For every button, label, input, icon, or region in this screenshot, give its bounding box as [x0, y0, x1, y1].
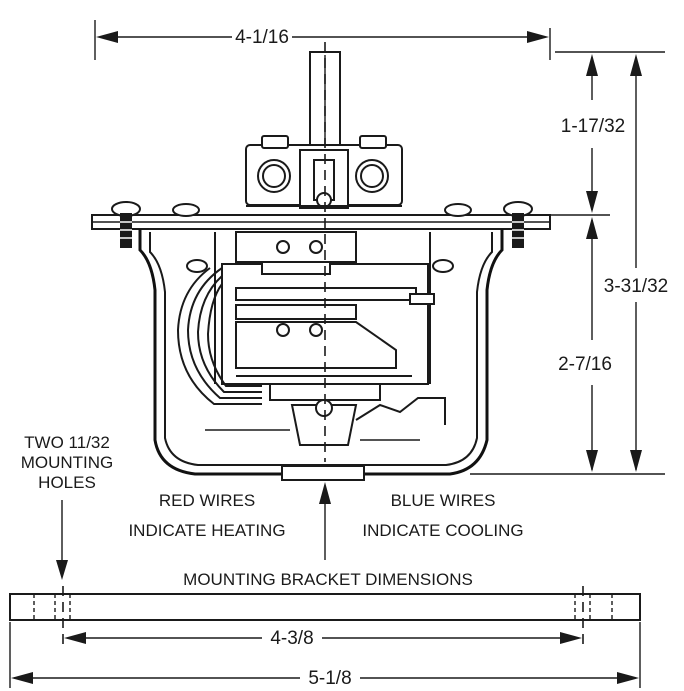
head-hole-left	[257, 159, 291, 193]
dimension-top-width: 4-1/16	[94, 20, 551, 60]
flange-screw-right	[503, 201, 533, 248]
svg-text:INDICATE HEATING: INDICATE HEATING	[128, 521, 285, 540]
center-pointer-arrow	[319, 482, 331, 560]
dim-label-top-width: 4-1/16	[235, 27, 289, 48]
dimension-right-heights: 1-17/32 2-7/16 3-31/32	[470, 51, 668, 475]
svg-text:MOUNTING: MOUNTING	[21, 453, 114, 472]
bracket-title: MOUNTING BRACKET DIMENSIONS	[183, 570, 473, 589]
svg-text:INDICATE COOLING: INDICATE COOLING	[362, 521, 523, 540]
flange-screw-left	[111, 201, 141, 248]
terminal-block-upper	[235, 231, 357, 263]
dim-label-lower-height: 2-7/16	[558, 354, 612, 375]
thermostat-body	[91, 42, 551, 481]
svg-text:5-1/8: 5-1/8	[308, 668, 351, 689]
dim-label-total-height: 3-31/32	[604, 276, 668, 297]
mounting-bracket	[9, 586, 641, 650]
label-blue-wires: BLUE WIRES INDICATE COOLING	[362, 491, 523, 540]
svg-text:4-3/8: 4-3/8	[270, 628, 313, 649]
svg-text:RED WIRES: RED WIRES	[159, 491, 255, 510]
label-mounting-holes: TWO 11/32 MOUNTING HOLES	[21, 433, 114, 580]
label-red-wires: RED WIRES INDICATE HEATING	[128, 491, 285, 540]
dimension-bracket-length: 5-1/8	[9, 622, 641, 689]
base-boss	[281, 465, 365, 481]
sensing-bellows	[290, 404, 358, 446]
terminal-block-lower	[235, 321, 397, 369]
svg-text:HOLES: HOLES	[38, 473, 96, 492]
svg-text:TWO 11/32: TWO 11/32	[24, 433, 110, 452]
dimension-hole-spacing: 4-3/8	[64, 628, 582, 649]
dim-label-upper-height: 1-17/32	[561, 116, 625, 137]
head-hole-right	[355, 159, 389, 193]
svg-text:BLUE WIRES: BLUE WIRES	[391, 491, 496, 510]
wire-bundle	[176, 267, 262, 405]
bracket-bar	[9, 593, 641, 621]
